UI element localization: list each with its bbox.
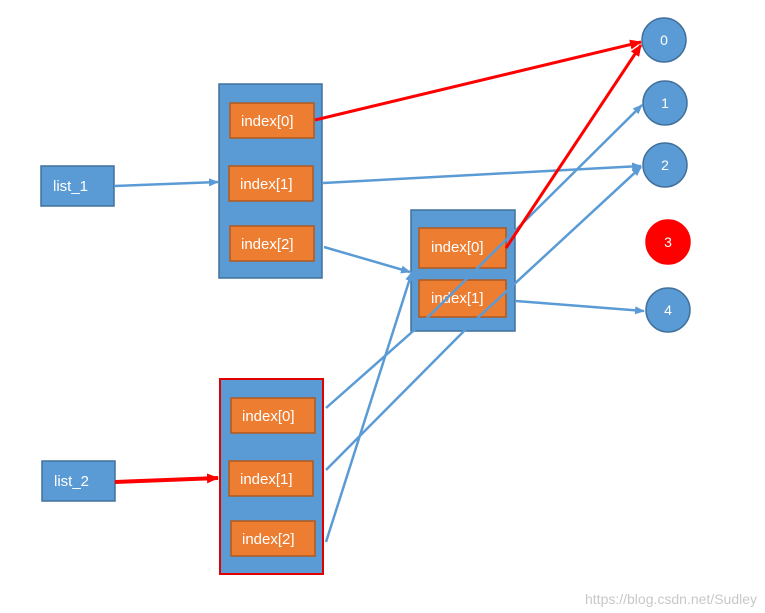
array-mid-cell-1: index[1] bbox=[418, 279, 507, 318]
array-top-cell-1: index[1] bbox=[228, 165, 314, 202]
array-bottom-cell-2-label: index[2] bbox=[242, 531, 295, 548]
arrow-top1-to-node2 bbox=[322, 162, 642, 185]
array-mid: index[0] index[1] bbox=[410, 209, 516, 332]
watermark: https://blog.csdn.net/Sudley bbox=[585, 591, 757, 607]
node-1: 1 bbox=[642, 80, 688, 126]
arrow-top0-to-node0 bbox=[314, 39, 642, 122]
arrow-mid0-to-node0 bbox=[504, 44, 643, 249]
node-4-label: 4 bbox=[664, 302, 672, 318]
red-arrows bbox=[114, 39, 643, 484]
arrow-mid0-to-node1 bbox=[419, 104, 643, 326]
array-mid-cell-0-label: index[0] bbox=[431, 239, 484, 256]
node-2-label: 2 bbox=[661, 157, 669, 173]
arrow-list1-to-top bbox=[113, 178, 219, 188]
arrow-bottom1-to-mid-b bbox=[325, 324, 471, 471]
arrow-mid1-to-node4 bbox=[515, 299, 645, 315]
array-bottom-cell-0: index[0] bbox=[230, 397, 316, 434]
array-top: index[0] index[1] index[2] bbox=[218, 83, 323, 279]
blue-arrows bbox=[113, 104, 645, 543]
arrow-bottom0-to-mid-a bbox=[325, 324, 421, 409]
list-2-box: list_2 bbox=[41, 460, 116, 502]
array-bottom-cell-2: index[2] bbox=[230, 520, 316, 557]
array-bottom-cell-1-label: index[1] bbox=[240, 471, 293, 488]
node-3-label: 3 bbox=[664, 234, 672, 250]
arrow-list2-to-bottom bbox=[114, 473, 219, 484]
array-top-cell-0-label: index[0] bbox=[241, 113, 294, 130]
list-1-box: list_1 bbox=[40, 165, 115, 207]
array-top-cell-0: index[0] bbox=[229, 102, 315, 139]
node-2: 2 bbox=[642, 142, 688, 188]
array-top-cell-2-label: index[2] bbox=[241, 236, 294, 253]
node-0: 0 bbox=[641, 17, 687, 63]
arrow-top2-to-mid bbox=[323, 245, 411, 274]
node-1-label: 1 bbox=[661, 95, 669, 111]
array-mid-cell-0: index[0] bbox=[418, 227, 507, 269]
array-bottom: index[0] index[1] index[2] bbox=[219, 378, 324, 575]
list-2-label: list_2 bbox=[54, 473, 89, 490]
array-top-cell-2: index[2] bbox=[229, 225, 315, 262]
array-top-cell-1-label: index[1] bbox=[240, 176, 293, 193]
array-bottom-cell-1: index[1] bbox=[228, 460, 314, 497]
node-3: 3 bbox=[645, 219, 691, 265]
arrow-bottom2-to-mid bbox=[324, 271, 414, 543]
node-0-label: 0 bbox=[660, 32, 668, 48]
array-mid-cell-1-label: index[1] bbox=[431, 290, 484, 307]
list-1-label: list_1 bbox=[53, 178, 88, 195]
array-bottom-cell-0-label: index[0] bbox=[242, 408, 295, 425]
node-4: 4 bbox=[645, 287, 691, 333]
arrow-mid1-to-node2 bbox=[469, 166, 642, 326]
